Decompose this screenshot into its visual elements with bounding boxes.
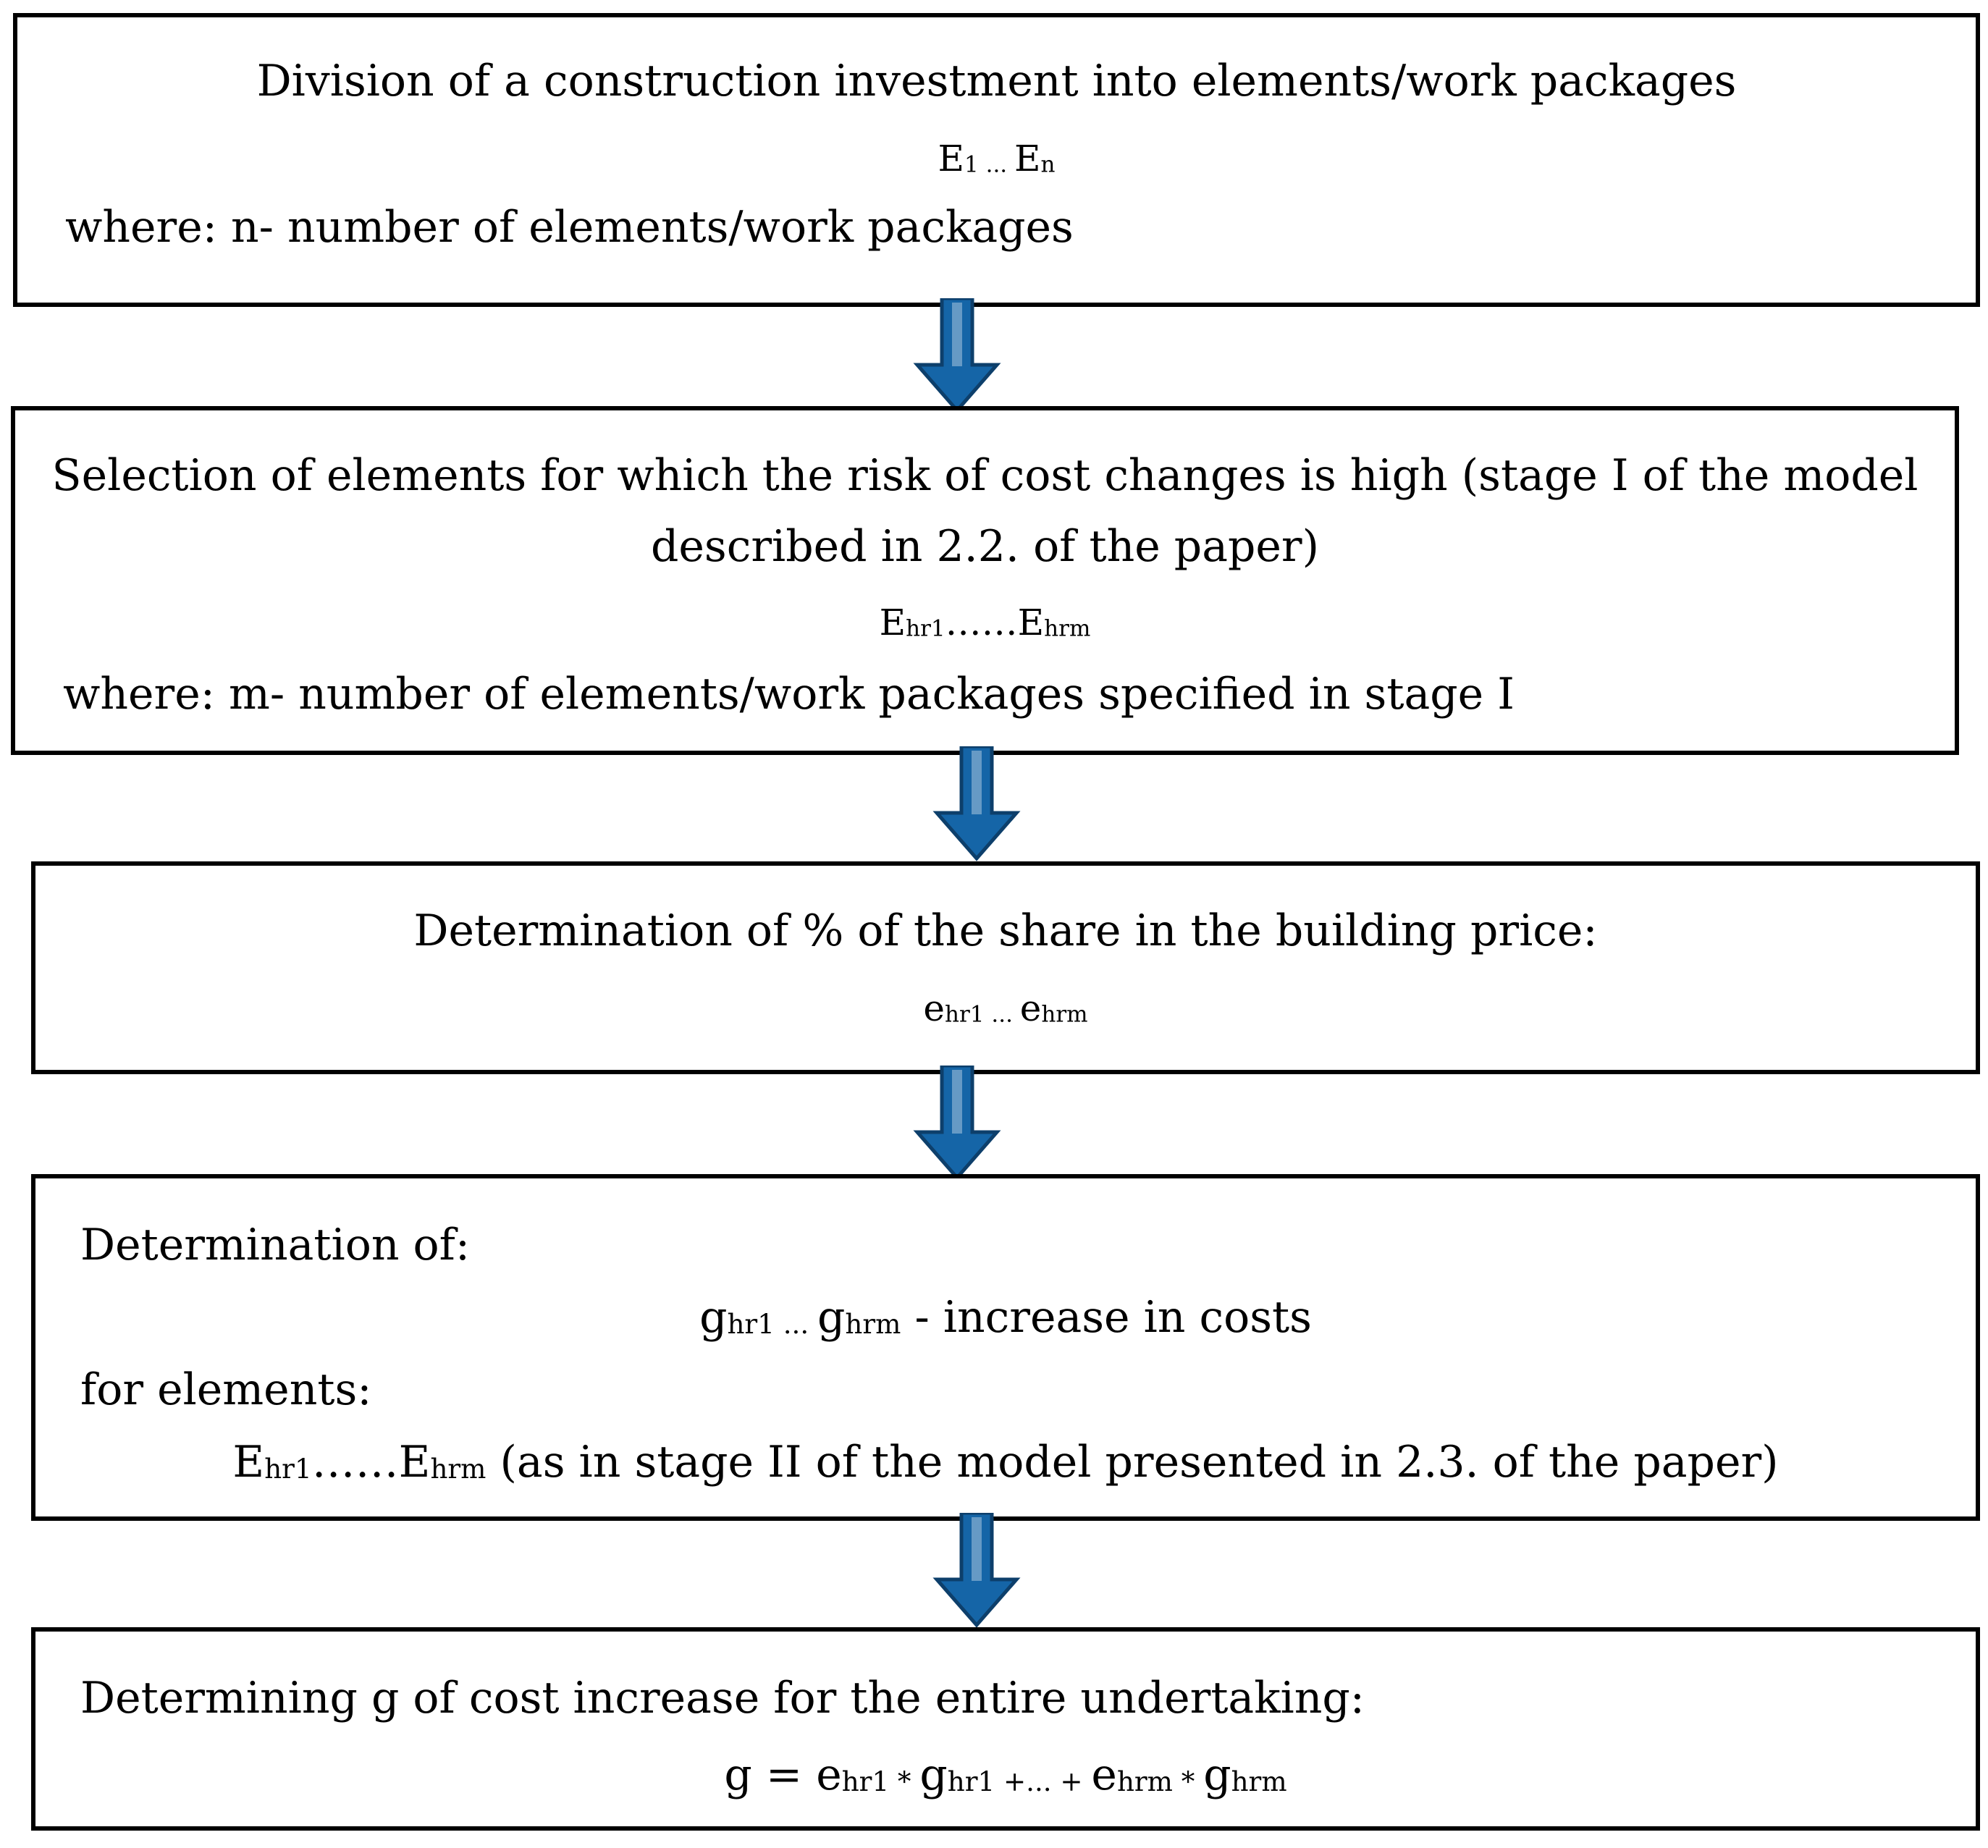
- step-2-where-note: where: m- number of elements/work packag…: [63, 669, 1515, 720]
- arrow-highlight-1: [952, 303, 962, 366]
- flow-arrow-2: [932, 746, 1021, 861]
- step-1-title: Division of a construction investment in…: [256, 56, 1737, 106]
- step-3-title: Determination of % of the share in the b…: [413, 906, 1598, 956]
- step-5-formula: g = ehr1 * ghr1 +... + ehrm * ghrm: [724, 1750, 1287, 1800]
- step-3-box: Determination of % of the share in the b…: [31, 861, 1980, 1074]
- arrow-highlight-3: [952, 1070, 962, 1134]
- step-1-box: Division of a construction investment in…: [13, 13, 1980, 307]
- flow-arrow-3: [913, 1066, 1001, 1181]
- arrow-highlight-2: [972, 751, 982, 814]
- step-4-elements-label: for elements:: [80, 1364, 372, 1415]
- step-4-box: Determination of: ghr1 ... ghrm - increa…: [31, 1174, 1980, 1521]
- step-4-label: Determination of:: [80, 1220, 471, 1270]
- step-5-box: Determining g of cost increase for the e…: [31, 1627, 1980, 1831]
- step-4-elements-formula: Ehr1……Ehrm (as in stage II of the model …: [232, 1437, 1779, 1488]
- step-2-formula: Ehr1……Ehrm: [879, 602, 1091, 644]
- flow-arrow-4: [932, 1513, 1021, 1628]
- arrow-highlight-4: [972, 1517, 982, 1581]
- step-4-formula: ghr1 ... ghrm - increase in costs: [699, 1292, 1312, 1343]
- arrow-shape-2: [932, 746, 1021, 861]
- arrow-shape-4: [932, 1513, 1021, 1628]
- step-5-label: Determining g of cost increase for the e…: [80, 1673, 1365, 1723]
- arrow-shape-3: [913, 1066, 1001, 1181]
- step-3-formula: ehr1 ... ehrm: [923, 987, 1088, 1029]
- step-1-where-note: where: n- number of elements/work packag…: [65, 202, 1074, 253]
- step-2-title-line-2: described in 2.2. of the paper): [651, 521, 1319, 572]
- step-2-title-line-1: Selection of elements for which the risk…: [51, 450, 1918, 501]
- arrow-shape-1: [913, 298, 1001, 413]
- step-1-formula: E1 ... En: [938, 138, 1056, 180]
- step-2-box: Selection of elements for which the risk…: [11, 406, 1959, 755]
- flow-arrow-1: [913, 298, 1001, 413]
